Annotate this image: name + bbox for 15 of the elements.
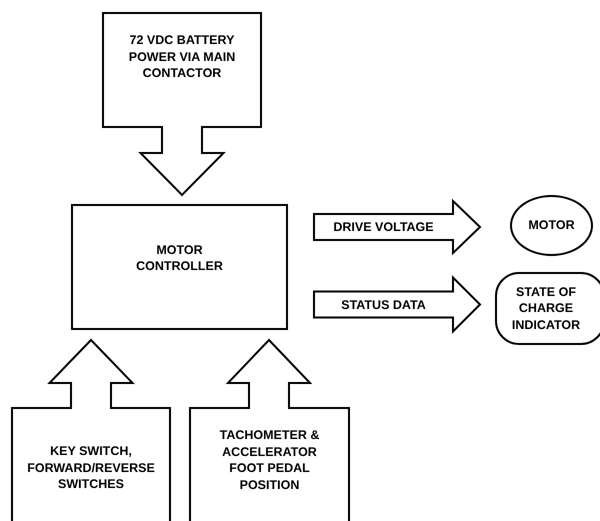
output-rounded-box — [495, 272, 600, 345]
node-label: 72 VDC BATTERY POWER VIA MAIN CONTACTOR — [128, 32, 236, 82]
output-ellipse — [510, 195, 593, 256]
edge-label: STATUS DATA — [341, 298, 426, 312]
source-box — [102, 12, 262, 128]
process-box — [71, 204, 288, 330]
node-label: KEY SWITCH, FORWARD/REVERSE SWITCHES — [26, 443, 156, 492]
edge-label: DRIVE VOLTAGE — [333, 220, 434, 234]
node-label: MOTOR CONTROLLER — [135, 242, 224, 274]
node-label: TACHOMETER & ACCELERATOR FOOT PEDAL POSITION — [218, 427, 320, 493]
block-arrow — [138, 125, 226, 196]
node-label: MOTOR — [527, 217, 576, 234]
node-label: STATE OF CHARGE INDICATOR — [510, 284, 582, 334]
block-arrow — [226, 338, 312, 410]
block-arrow — [47, 338, 135, 410]
